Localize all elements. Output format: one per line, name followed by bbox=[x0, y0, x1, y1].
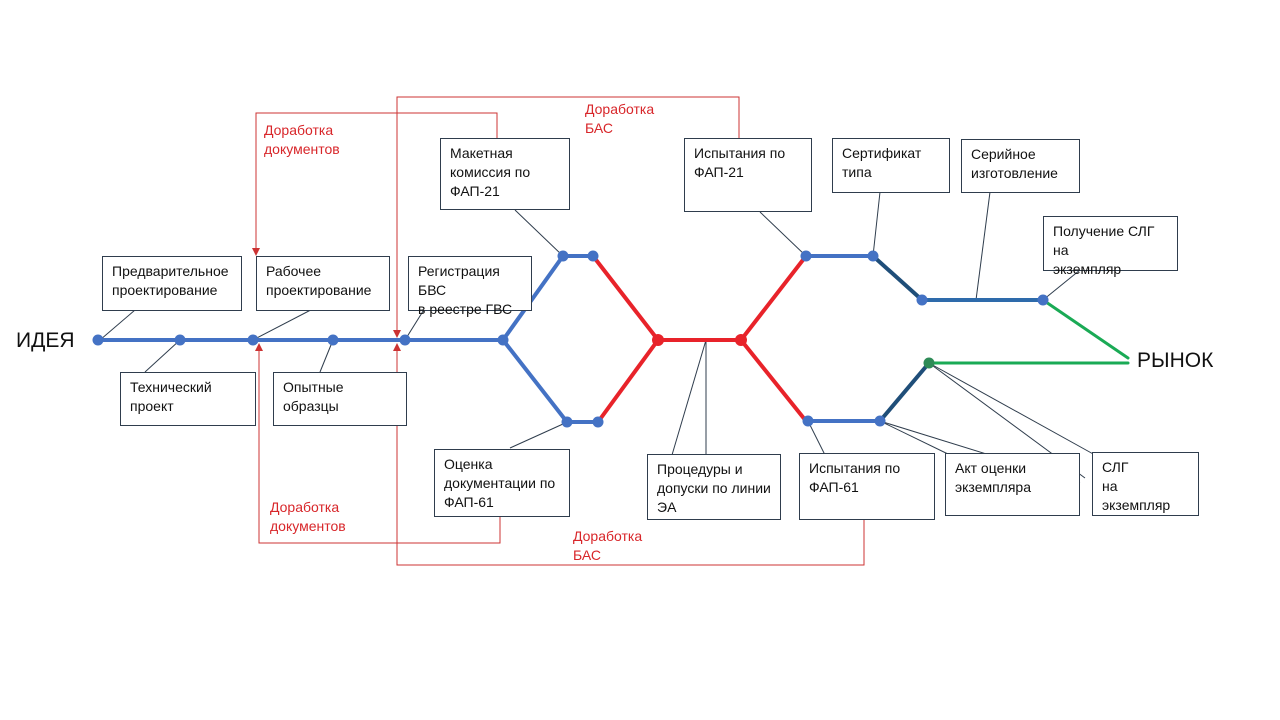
loop-label-bas-bottom: Доработка БАС bbox=[573, 528, 643, 563]
node-registraciya bbox=[399, 334, 411, 346]
dark-blue-section bbox=[871, 254, 1045, 423]
node-red-right bbox=[735, 334, 747, 346]
nodes-blue bbox=[92, 250, 1049, 428]
node-sertifikat bbox=[867, 250, 879, 262]
node-poluchenie bbox=[1037, 294, 1049, 306]
callout-procedury: Процедуры и допуски по линии ЭА bbox=[647, 454, 781, 520]
callout-seriynoe: Серийное изготовление bbox=[961, 139, 1080, 193]
loop-label-dok-bottom: Доработка документов bbox=[270, 499, 346, 534]
callout-slg: СЛГ на экземпляр bbox=[1092, 452, 1199, 516]
red-section bbox=[591, 254, 808, 424]
node-isp61-b bbox=[874, 415, 886, 427]
end-label: РЫНОК bbox=[1137, 349, 1214, 372]
loop-label-bas-top: Доработка БАС bbox=[585, 101, 655, 136]
green-to-market bbox=[927, 298, 1130, 365]
node-maketnaya-a bbox=[557, 250, 569, 262]
post-red-blue bbox=[804, 254, 882, 423]
callout-rabochee: Рабочее проектирование bbox=[256, 256, 390, 311]
nodes-red bbox=[652, 334, 747, 346]
callout-maketnaya: Макетная комиссия по ФАП-21 bbox=[440, 138, 570, 210]
callout-akt: Акт оценки экземпляра bbox=[945, 453, 1080, 516]
callout-tehnicheskiy: Технический проект bbox=[120, 372, 256, 426]
node-isp21-a bbox=[800, 250, 812, 262]
callout-sertifikat: Сертификат типа bbox=[832, 138, 950, 193]
node-maketnaya-b bbox=[587, 250, 599, 262]
callout-poluchenie: Получение СЛГ на экземпляр bbox=[1043, 216, 1178, 277]
node-branch bbox=[497, 334, 509, 346]
callout-predvaritelnoe: Предварительное проектирование bbox=[102, 256, 242, 311]
node-idea bbox=[92, 334, 104, 346]
node-ocenka-b bbox=[592, 416, 604, 428]
node-rabochee bbox=[247, 334, 259, 346]
node-akt bbox=[923, 357, 935, 369]
callout-registraciya: Регистрация БВС в реестре ГВС bbox=[408, 256, 532, 317]
node-seriynoe bbox=[916, 294, 928, 306]
callout-opytnye: Опытные образцы bbox=[273, 372, 407, 426]
node-isp61-a bbox=[802, 415, 814, 427]
callout-ispytaniya21: Испытания по ФАП-21 bbox=[684, 138, 812, 212]
callout-ocenka: Оценка документации по ФАП-61 bbox=[434, 449, 570, 517]
callout-ispytaniya61: Испытания по ФАП-61 bbox=[799, 453, 935, 520]
node-ocenka-a bbox=[561, 416, 573, 428]
node-opytnye bbox=[327, 334, 339, 346]
loop-label-dok-top: Доработка документов bbox=[264, 122, 340, 157]
node-red-left bbox=[652, 334, 664, 346]
node-tehnicheskiy bbox=[174, 334, 186, 346]
start-label: ИДЕЯ bbox=[16, 329, 75, 352]
